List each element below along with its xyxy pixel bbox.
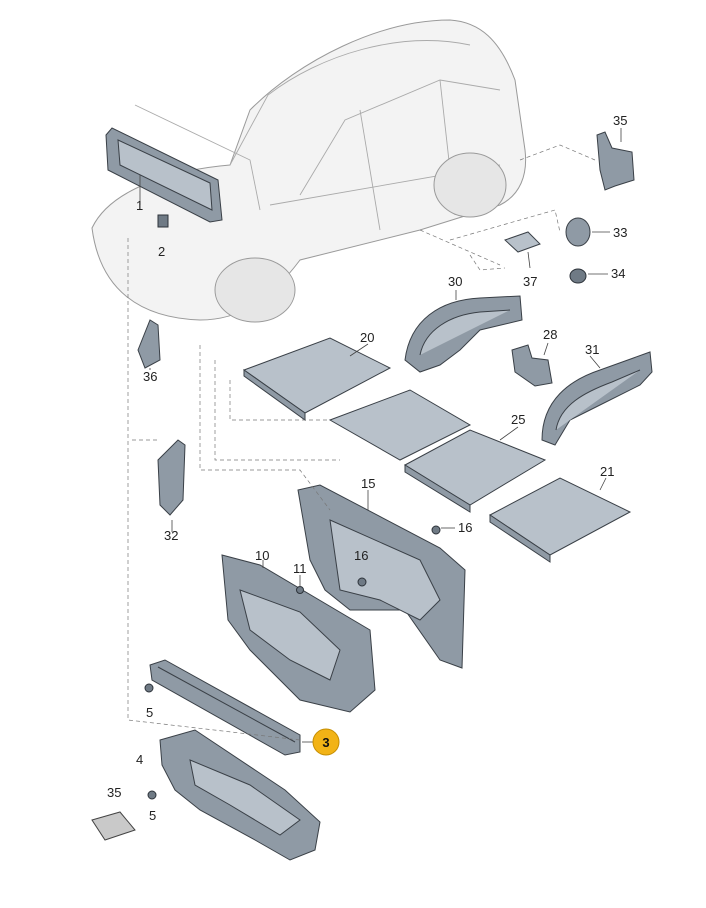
part-15-bulkhead-insulation <box>297 484 466 669</box>
part-3-crossmember-insulation <box>149 659 301 756</box>
part-36-bracket <box>137 319 161 369</box>
callout-1: 1 <box>136 198 143 213</box>
part-11-nut <box>296 586 304 594</box>
callout-35-b: 35 <box>107 785 121 800</box>
part-5-nut-b <box>147 790 157 800</box>
part-37-pad <box>504 231 541 253</box>
callout-32: 32 <box>164 528 178 543</box>
part-32-bracket <box>157 439 186 516</box>
callout-25: 25 <box>511 412 525 427</box>
callout-35-a: 35 <box>613 113 627 128</box>
callout-21: 21 <box>600 464 614 479</box>
part-30-tunnel-insulation <box>404 290 523 373</box>
part-2-clip <box>157 214 169 228</box>
callout-4: 4 <box>136 752 143 767</box>
part-33-plug <box>565 217 591 247</box>
reference-lines <box>127 144 596 741</box>
callout-16-b: 16 <box>354 548 368 563</box>
part-35-foam-pad <box>91 811 136 841</box>
callout-36: 36 <box>143 369 157 384</box>
callout-33: 33 <box>613 225 627 240</box>
callout-16-a: 16 <box>458 520 472 535</box>
part-31-heat-shield <box>541 351 653 446</box>
part-1-hood-insulation <box>105 127 223 223</box>
callout-31: 31 <box>585 342 599 357</box>
highlight-marker <box>312 728 340 756</box>
callout-labels: 1 2 4 5 5 10 11 15 16 16 20 21 25 28 30 … <box>107 113 627 823</box>
part-34-grommet <box>569 268 587 284</box>
callout-15: 15 <box>361 476 375 491</box>
part-16-clip-b <box>357 577 367 587</box>
callout-20: 20 <box>360 330 374 345</box>
part-28-bracket <box>511 344 553 387</box>
callout-5-b: 5 <box>149 808 156 823</box>
callout-3: 3 <box>322 735 329 750</box>
callout-2: 2 <box>158 244 165 259</box>
callout-28: 28 <box>543 327 557 342</box>
callout-5-a: 5 <box>146 705 153 720</box>
car-outline <box>91 19 527 323</box>
callout-10: 10 <box>255 548 269 563</box>
part-21-floor-insulation <box>489 477 632 563</box>
callout-30: 30 <box>448 274 462 289</box>
part-10-dash-insulation <box>221 554 376 713</box>
callout-37: 37 <box>523 274 537 289</box>
part-35-arch-liner <box>596 128 635 191</box>
part-4-dash-panel <box>159 729 321 861</box>
part-16-clip-a <box>431 525 441 535</box>
callout-3-highlight: 3 <box>302 728 340 756</box>
part-25-floor-insulation <box>328 389 547 513</box>
callout-34: 34 <box>611 266 625 281</box>
callout-11: 11 <box>293 561 307 576</box>
part-5-nut-a <box>144 683 154 693</box>
